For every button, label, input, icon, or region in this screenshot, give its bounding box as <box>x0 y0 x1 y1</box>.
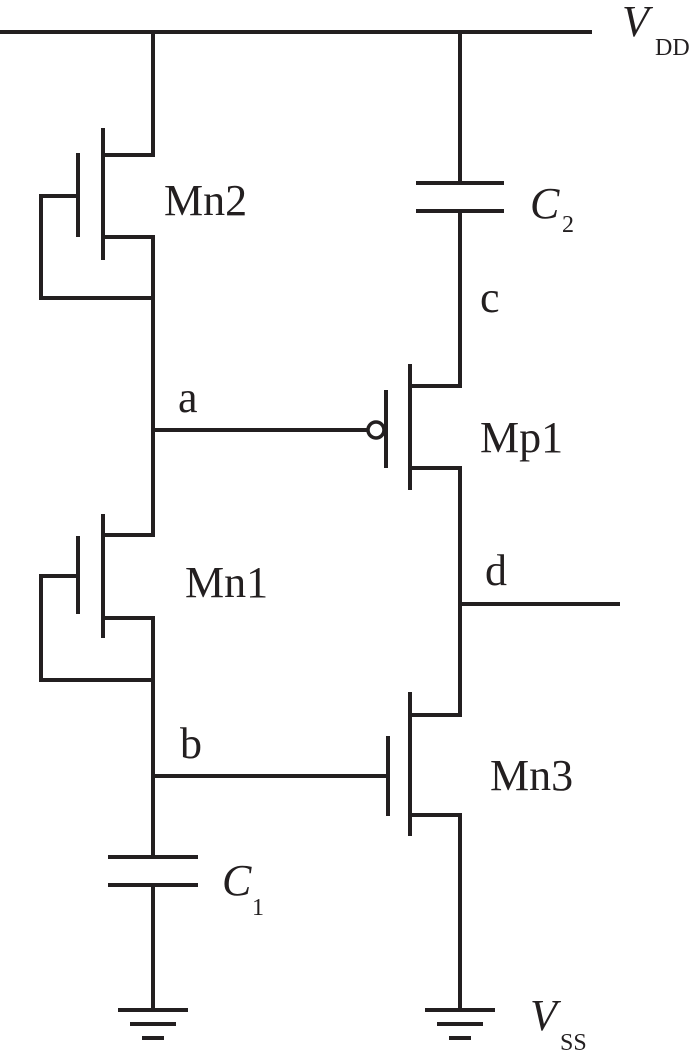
transistor-mn3 <box>386 692 462 1012</box>
pmos-gate-bubble-icon <box>366 420 386 440</box>
mp1-label: Mp1 <box>480 413 563 462</box>
vss-label: V <box>530 991 562 1040</box>
capacitor-c1 <box>108 855 198 1012</box>
node-c-label: c <box>480 273 500 322</box>
ground-right-icon <box>425 1008 495 1040</box>
mn1-label: Mn1 <box>185 558 268 607</box>
mn2-label: Mn2 <box>164 176 247 225</box>
node-b-label: b <box>180 719 202 768</box>
transistor-mn2 <box>39 30 155 300</box>
vdd-subscript: DD <box>655 35 690 61</box>
vss-subscript: SS <box>560 1030 587 1053</box>
node-d-label: d <box>485 546 507 595</box>
ground-left-icon <box>118 1008 188 1040</box>
c2-subscript: 2 <box>562 212 574 238</box>
wire-node-b <box>151 678 390 857</box>
capacitor-c2 <box>416 30 504 388</box>
wire-node-a <box>151 296 367 537</box>
c1-label: C <box>222 856 252 905</box>
c1-subscript: 1 <box>252 895 264 921</box>
node-a-label: a <box>178 373 198 422</box>
transistor-mp1 <box>366 364 462 717</box>
mn3-label: Mn3 <box>490 751 573 800</box>
c2-label: C <box>530 179 560 228</box>
transistor-mn1 <box>39 514 155 682</box>
vdd-label: V <box>622 0 654 46</box>
